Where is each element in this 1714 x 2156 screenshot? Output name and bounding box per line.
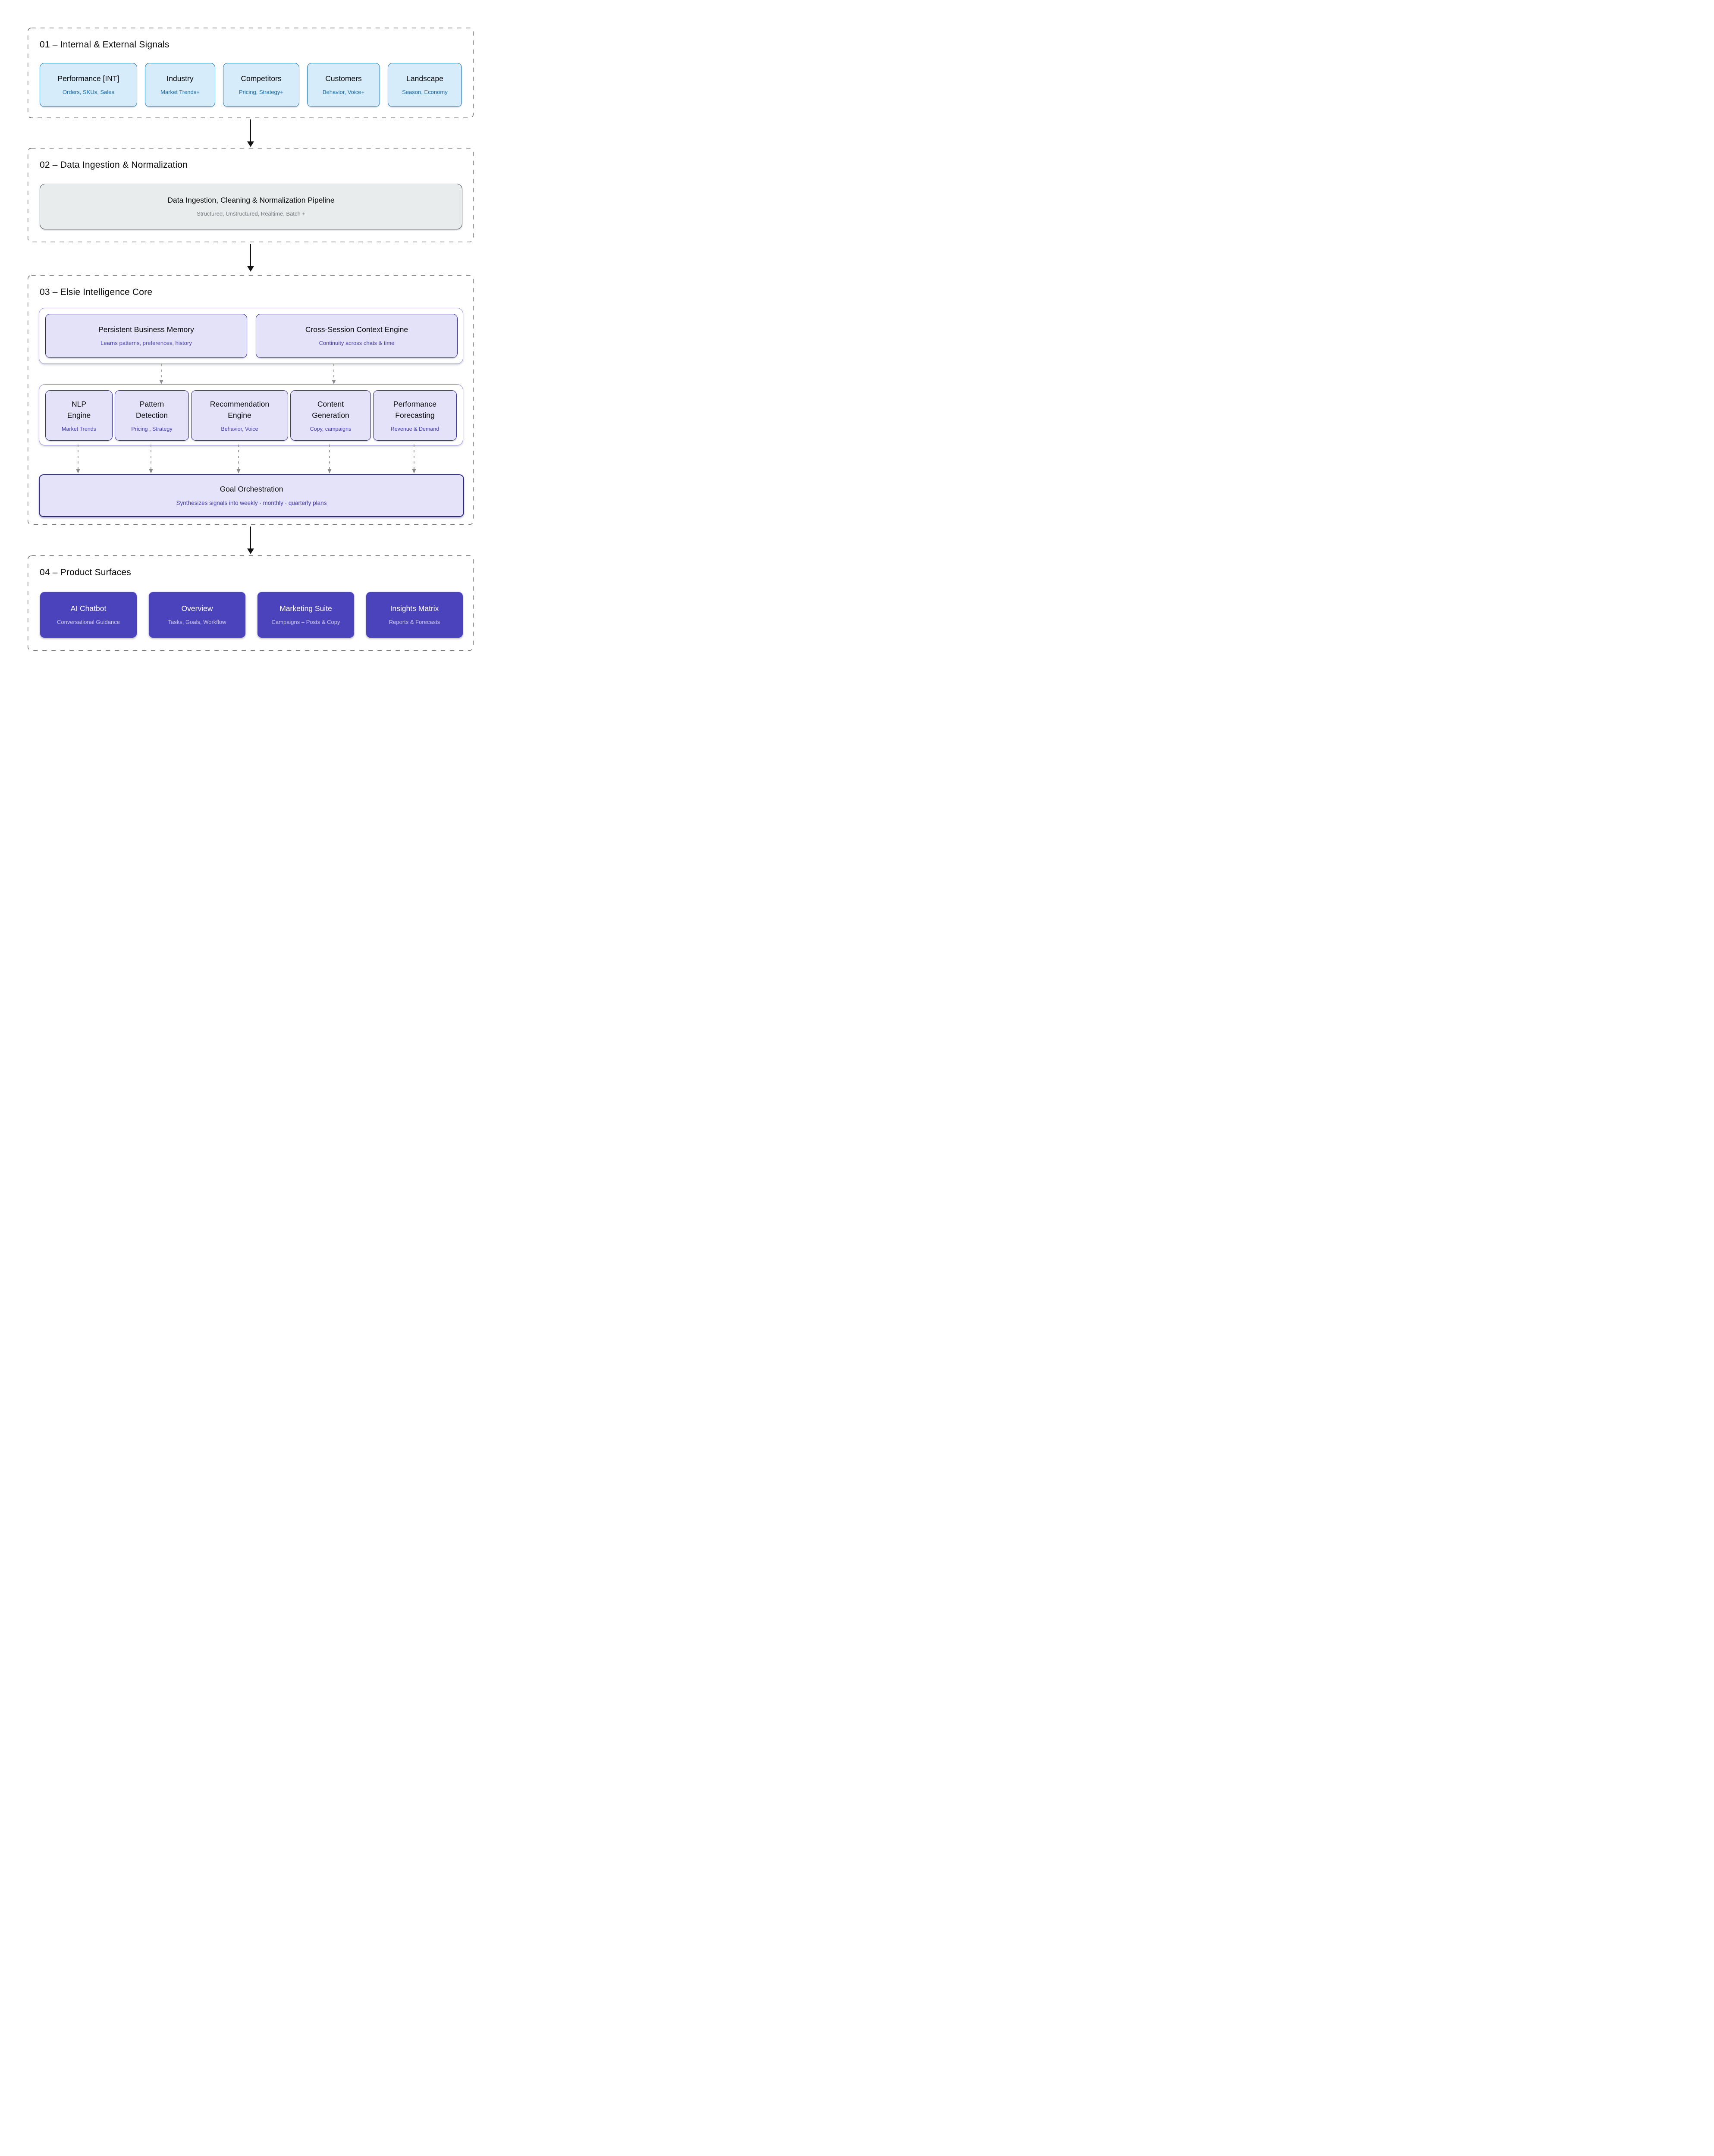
flow-arrow-down <box>247 526 254 554</box>
dashed-frame <box>28 148 474 242</box>
arrow-stem <box>250 244 251 266</box>
architecture-diagram: 01 – Internal & External Signals Perform… <box>0 0 500 675</box>
arrow-stem <box>250 119 251 141</box>
section-internal-external-signals: 01 – Internal & External Signals Perform… <box>28 28 474 118</box>
dashed-connector <box>236 445 241 473</box>
box-title: Industry <box>166 74 194 83</box>
section-title: 04 – Product Surfaces <box>40 567 131 577</box>
core-box-context-engine: Cross-Session Context Engine Continuity … <box>256 314 458 358</box>
signal-box-customers: Customers Behavior, Voice+ <box>307 63 380 107</box>
section-intelligence-core: 03 – Elsie Intelligence Core Persistent … <box>28 275 474 525</box>
box-title: Insights Matrix <box>390 604 439 613</box>
engine-box-recommendation: Recommendation Engine Behavior, Voice <box>191 390 288 441</box>
dashed-connector <box>412 445 416 473</box>
flow-arrow-down <box>247 244 254 272</box>
section-data-ingestion: 02 – Data Ingestion & Normalization Data… <box>28 148 474 242</box>
section-title: 02 – Data Ingestion & Normalization <box>40 160 188 170</box>
box-title: NLP Engine <box>67 399 91 420</box>
box-subtitle: Copy, campaigns <box>310 426 352 432</box>
box-title: Performance Forecasting <box>393 399 437 420</box>
box-title: Pattern Detection <box>136 399 168 420</box>
box-subtitle: Orders, SKUs, Sales <box>63 88 114 95</box>
dashed-connector <box>332 364 336 384</box>
goal-orchestration-box: Goal Orchestration Synthesizes signals i… <box>39 474 464 517</box>
engines-container: NLP Engine Market Trends Pattern Detecti… <box>39 384 463 445</box>
box-title: AI Chatbot <box>70 604 107 613</box>
engine-box-performance-forecasting: Performance Forecasting Revenue & Demand <box>373 390 457 441</box>
dashed-frame <box>28 28 474 118</box>
box-title: Goal Orchestration <box>220 485 283 494</box>
signal-box-industry: Industry Market Trends+ <box>145 63 215 107</box>
engine-box-nlp: NLP Engine Market Trends <box>45 390 113 441</box>
box-subtitle: Revenue & Demand <box>390 426 439 432</box>
arrow-head <box>247 548 254 554</box>
signal-box-competitors: Competitors Pricing, Strategy+ <box>223 63 299 107</box>
box-title: Recommendation Engine <box>210 399 270 420</box>
box-title: Competitors <box>241 74 282 83</box>
dashed-connector <box>76 445 80 473</box>
arrow-head <box>247 266 254 272</box>
box-subtitle: Continuity across chats & time <box>319 339 395 346</box>
box-subtitle: Behavior, Voice+ <box>322 88 365 95</box>
engine-box-pattern-detection: Pattern Detection Pricing , Strategy <box>115 390 189 441</box>
box-title: Marketing Suite <box>279 604 332 613</box>
box-subtitle: Conversational Guidance <box>57 618 120 625</box>
box-title: Content Generation <box>312 399 349 420</box>
dashed-connector <box>159 364 163 384</box>
surface-box-insights-matrix: Insights Matrix Reports & Forecasts <box>366 592 463 638</box>
box-subtitle: Pricing , Strategy <box>131 426 173 432</box>
section-title: 03 – Elsie Intelligence Core <box>40 287 153 297</box>
box-subtitle: Reports & Forecasts <box>389 618 440 625</box>
dashed-connector <box>149 445 153 473</box>
box-title: Overview <box>181 604 213 613</box>
box-subtitle: Behavior, Voice <box>221 426 258 432</box>
box-title: Data Ingestion, Cleaning & Normalization… <box>167 196 335 205</box>
dashed-frame <box>28 275 474 525</box>
engine-box-content-generation: Content Generation Copy, campaigns <box>290 390 371 441</box>
memory-container: Persistent Business Memory Learns patter… <box>39 308 463 364</box>
box-subtitle: Season, Economy <box>402 88 448 95</box>
box-subtitle: Synthesizes signals into weekly · monthl… <box>176 500 327 507</box>
box-subtitle: Market Trends+ <box>160 88 200 95</box>
box-title: Performance [INT] <box>57 74 119 83</box>
box-subtitle: Campaigns – Posts & Copy <box>271 618 340 625</box>
signal-box-landscape: Landscape Season, Economy <box>388 63 462 107</box>
signal-box-performance: Performance [INT] Orders, SKUs, Sales <box>40 63 137 107</box>
surface-box-ai-chatbot: AI Chatbot Conversational Guidance <box>40 592 137 638</box>
core-box-persistent-memory: Persistent Business Memory Learns patter… <box>45 314 247 358</box>
box-subtitle: Market Trends <box>62 426 96 432</box>
box-title: Cross-Session Context Engine <box>305 325 408 334</box>
arrow-head <box>247 141 254 147</box>
box-title: Customers <box>325 74 362 83</box>
section-title: 01 – Internal & External Signals <box>40 40 170 50</box>
pipeline-box: Data Ingestion, Cleaning & Normalization… <box>40 184 462 229</box>
box-subtitle: Tasks, Goals, Workflow <box>168 618 226 625</box>
box-subtitle: Structured, Unstructured, Realtime, Batc… <box>197 210 305 217</box>
section-product-surfaces: 04 – Product Surfaces AI Chatbot Convers… <box>28 555 474 651</box>
surface-box-overview: Overview Tasks, Goals, Workflow <box>148 592 246 638</box>
surface-box-marketing-suite: Marketing Suite Campaigns – Posts & Copy <box>257 592 355 638</box>
dashed-connector <box>327 445 332 473</box>
flow-arrow-down <box>247 119 254 147</box>
box-title: Persistent Business Memory <box>98 325 194 334</box>
dashed-frame <box>28 555 474 651</box>
arrow-stem <box>250 526 251 548</box>
box-subtitle: Pricing, Strategy+ <box>239 88 283 95</box>
box-subtitle: Learns patterns, preferences, history <box>100 339 192 346</box>
box-title: Landscape <box>406 74 443 83</box>
